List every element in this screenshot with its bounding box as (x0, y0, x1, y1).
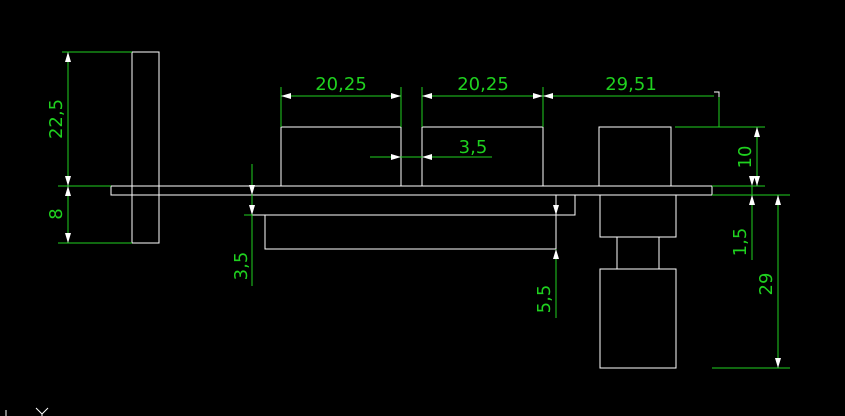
dim-right-height: 10 (735, 146, 756, 169)
dim-top-width-2: 20,25 (457, 74, 509, 95)
dim-top-width-1: 20,25 (315, 74, 367, 95)
dim-right-thickness: 1,5 (730, 228, 751, 257)
inner-frame (264, 215, 556, 250)
top-block-3 (598, 126, 672, 187)
dim-left-height: 22,5 (46, 99, 67, 139)
ucs-axis-icon (5, 407, 49, 416)
dimension-lines (58, 51, 790, 369)
under-plate-bracket (251, 195, 576, 216)
left-post (131, 51, 160, 244)
dim-left-bottom: 8 (46, 208, 67, 219)
dim-gap: 3,5 (459, 137, 488, 158)
dim-frame-offset: 5,5 (534, 285, 555, 314)
dimension-marker (714, 91, 720, 97)
main-plate (110, 185, 713, 196)
hanger-neck (616, 236, 660, 270)
dim-right-total: 29 (756, 273, 777, 296)
dim-plate-offset: 3,5 (231, 252, 252, 281)
hanger-lower (599, 268, 677, 369)
dim-top-width-3: 29,51 (605, 74, 657, 95)
dimension-texts: 22,5 8 20,25 20,25 29,51 3,5 10 3,5 5,5 … (46, 74, 777, 313)
geometry (110, 51, 720, 369)
hanger-upper (599, 194, 677, 238)
arrowheads (65, 52, 781, 368)
